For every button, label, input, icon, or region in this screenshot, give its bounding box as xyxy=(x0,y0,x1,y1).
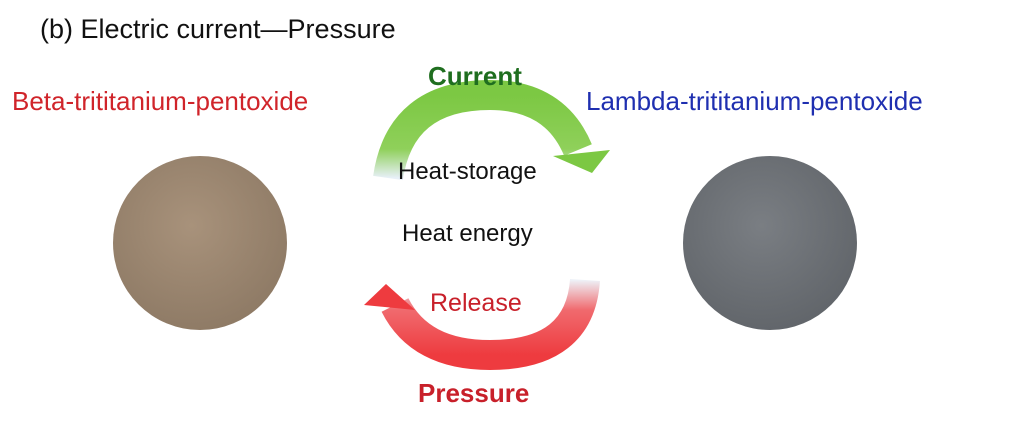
release-arrow xyxy=(364,278,600,371)
current-label: Current xyxy=(428,61,522,91)
lambda-label: Lambda-trititanium-pentoxide xyxy=(586,86,923,116)
figure-title: (b) Electric current―Pressure xyxy=(40,14,396,44)
current-arrow xyxy=(373,79,610,181)
pressure-label: Pressure xyxy=(418,378,530,408)
release-label: Release xyxy=(430,289,522,317)
lambda-sample-disk xyxy=(683,156,857,330)
heat-energy-label: Heat energy xyxy=(402,220,533,247)
heat-storage-label: Heat-storage xyxy=(398,158,537,185)
beta-sample-disk xyxy=(113,156,287,330)
beta-label: Beta-trititanium-pentoxide xyxy=(12,86,309,116)
